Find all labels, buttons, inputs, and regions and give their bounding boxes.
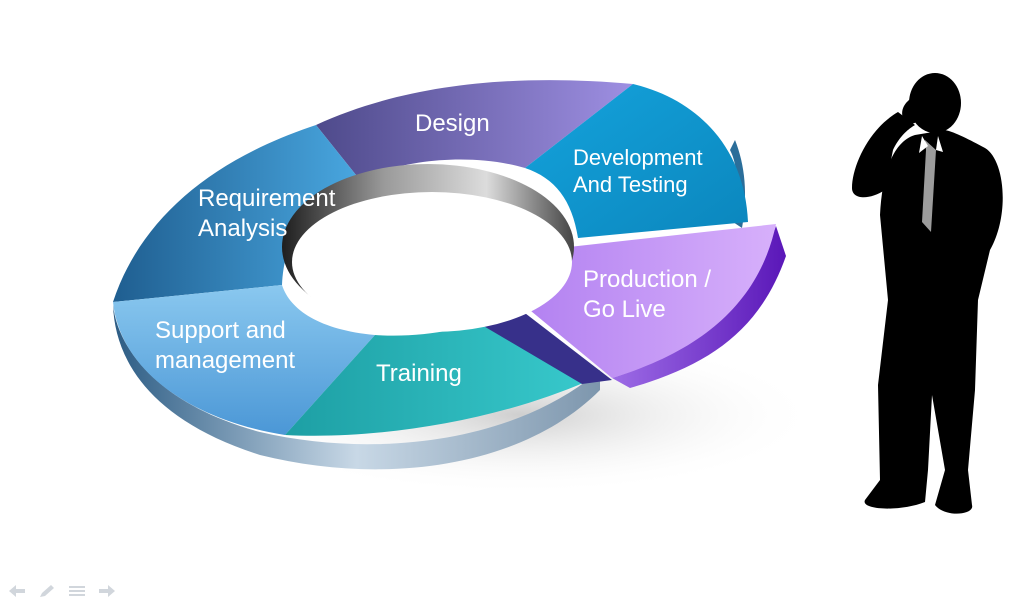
ring-hole (292, 192, 572, 332)
arrow-right-icon[interactable] (98, 584, 116, 598)
segment-production (508, 224, 776, 378)
segment-requirement (113, 125, 360, 302)
label-training: Training (376, 360, 462, 387)
label-requirement: Requirement Analysis (198, 185, 342, 242)
label-production: Production / Go Live (583, 266, 718, 323)
label-support: Support and management (155, 317, 295, 374)
label-design: Design (415, 110, 490, 137)
arrow-left-icon[interactable] (8, 584, 26, 598)
segment-design (316, 80, 633, 180)
segment-development (525, 84, 748, 238)
segment-production-side (612, 226, 786, 388)
label-development: Development And Testing (573, 145, 709, 197)
businessman-silhouette-icon (852, 73, 1003, 514)
segment-support (113, 285, 375, 435)
slide-navigation (8, 584, 116, 598)
menu-icon[interactable] (68, 584, 86, 598)
pen-icon[interactable] (38, 584, 56, 598)
ring-side-wall (113, 305, 600, 470)
